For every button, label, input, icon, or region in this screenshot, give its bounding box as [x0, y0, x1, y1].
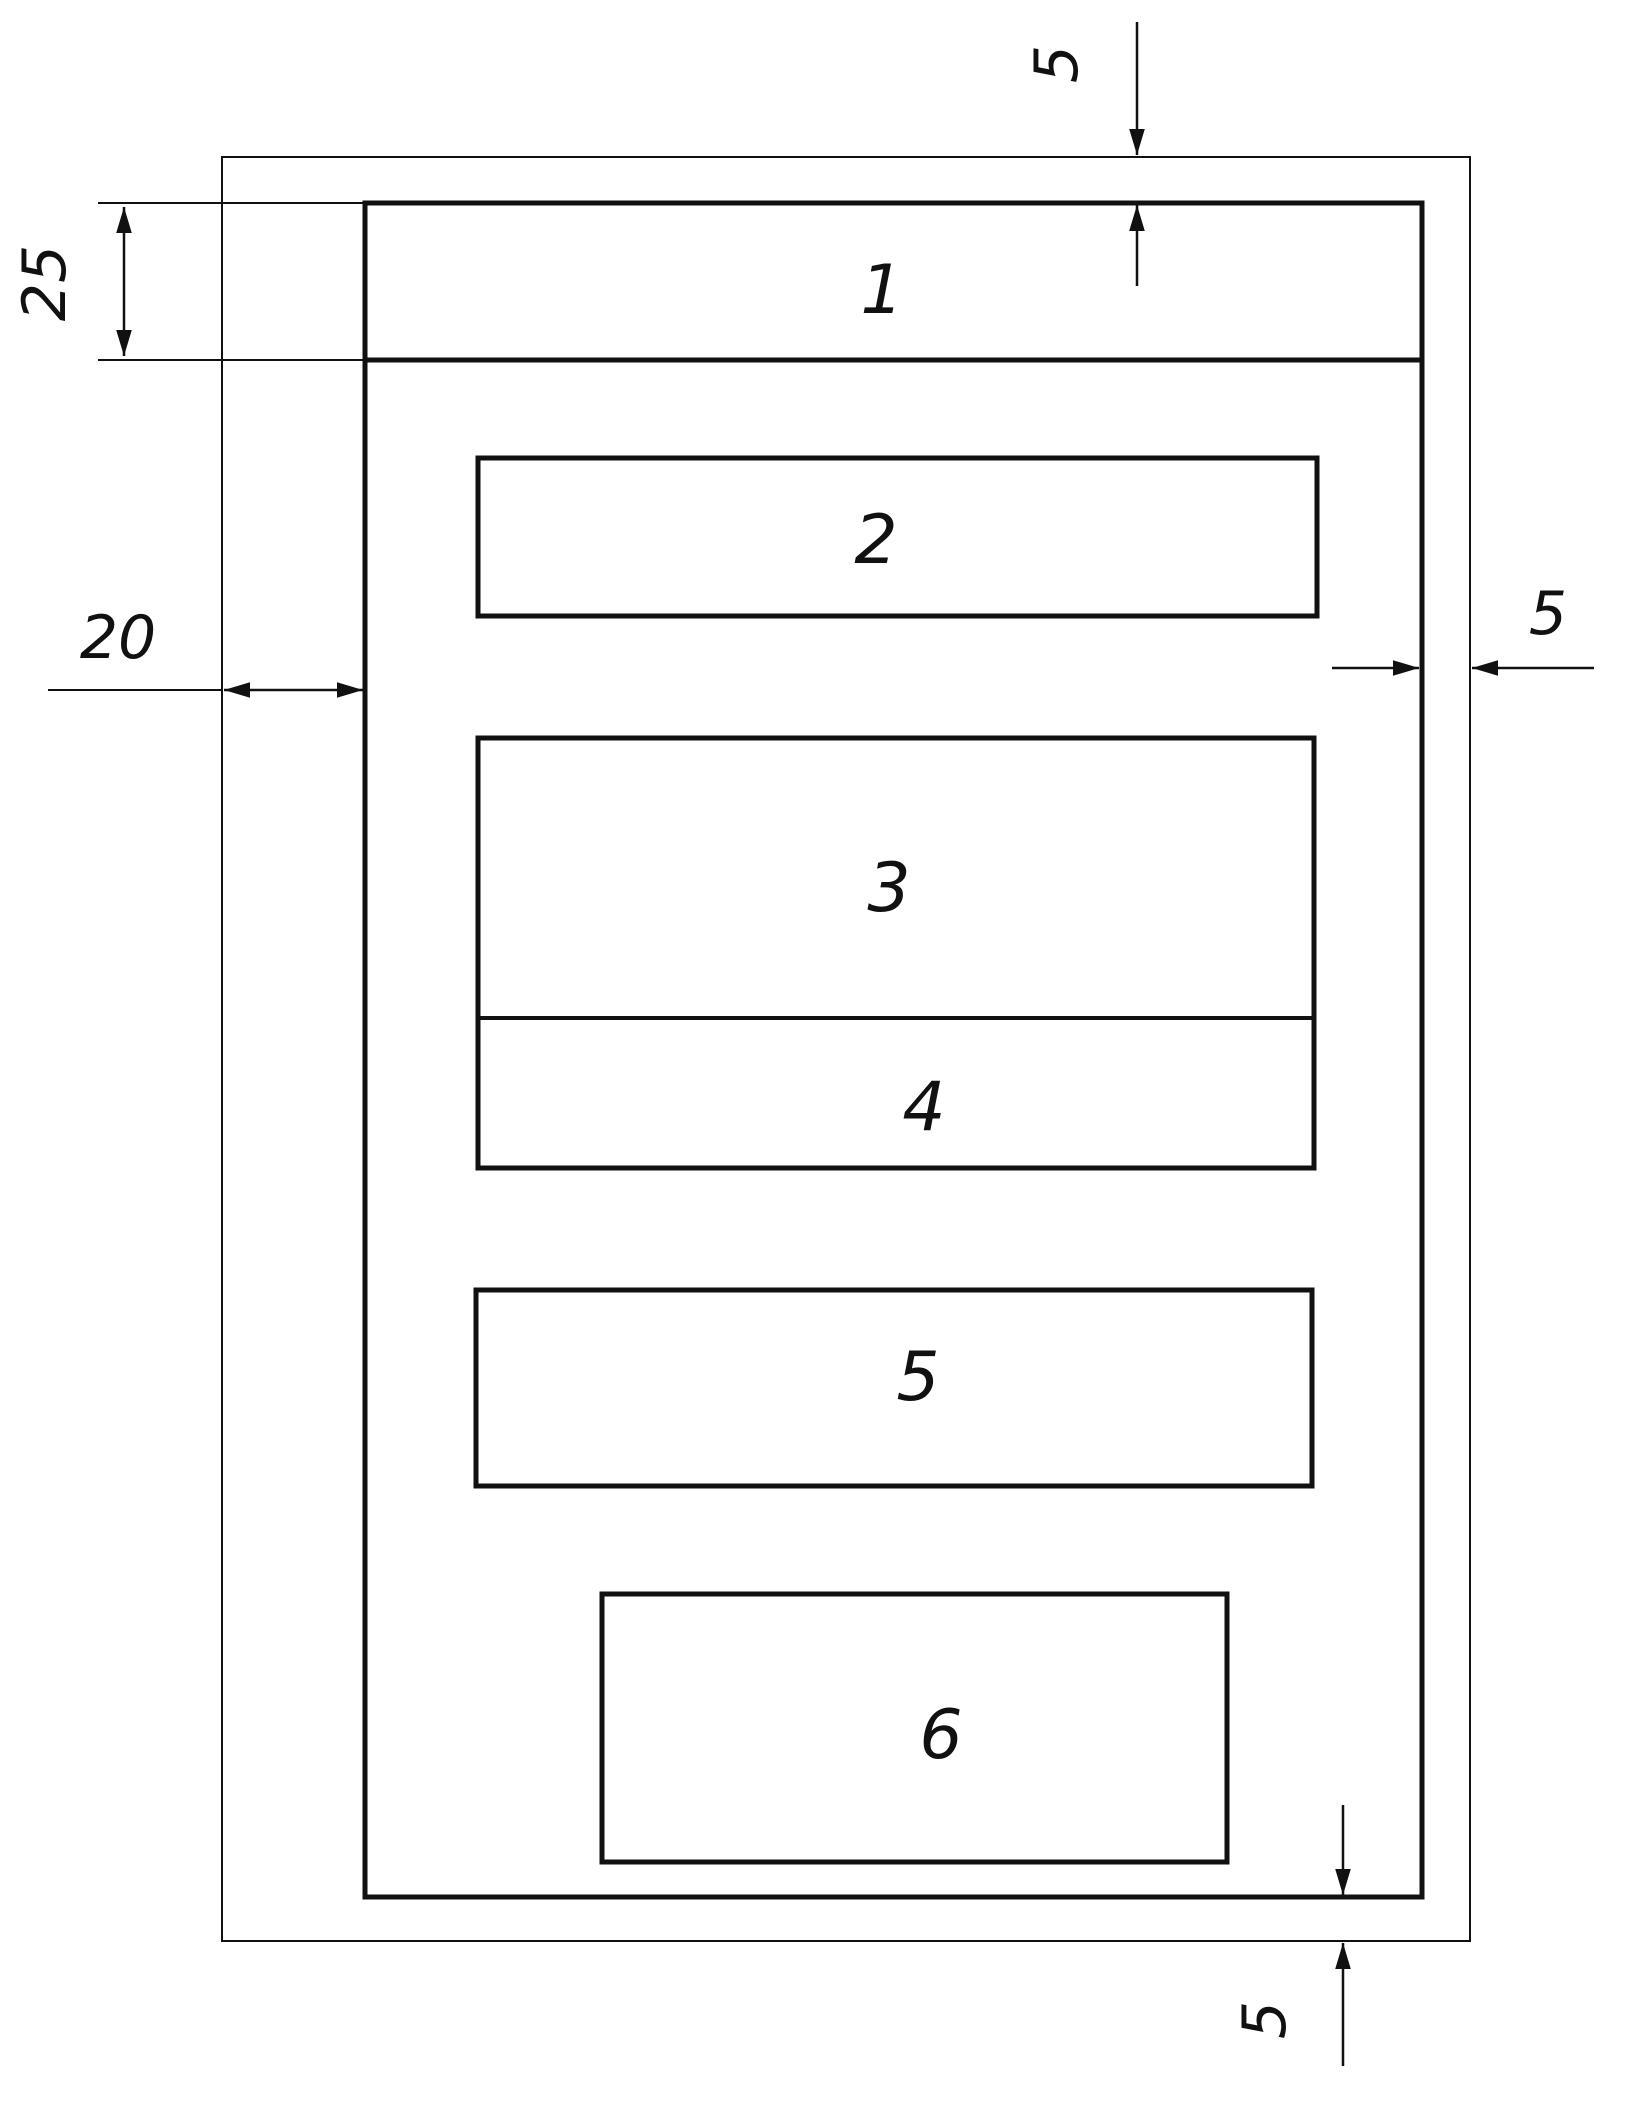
block-6 [599, 1591, 1230, 1865]
block-5-label: 5 [896, 1338, 939, 1417]
top-margin-dimension-label: 5 [1022, 45, 1092, 83]
header-height-dimension-label: 25 [10, 245, 80, 321]
block-2 [475, 455, 1320, 619]
block-3-label: 3 [867, 849, 910, 928]
left-margin-dimension-label: 20 [80, 603, 156, 673]
block-5 [473, 1287, 1315, 1489]
block-4-label: 4 [902, 1068, 945, 1147]
block-6-label: 6 [919, 1696, 962, 1775]
block-2-label: 2 [854, 501, 897, 580]
bottom-margin-dimension-label: 5 [1230, 2001, 1300, 2039]
block-1-label: 1 [860, 251, 903, 330]
inner-frame [362, 200, 1425, 1900]
sheet-outline [221, 156, 1471, 1942]
right-margin-dimension-label: 5 [1529, 579, 1567, 649]
block-3-4-frame [475, 735, 1317, 1171]
